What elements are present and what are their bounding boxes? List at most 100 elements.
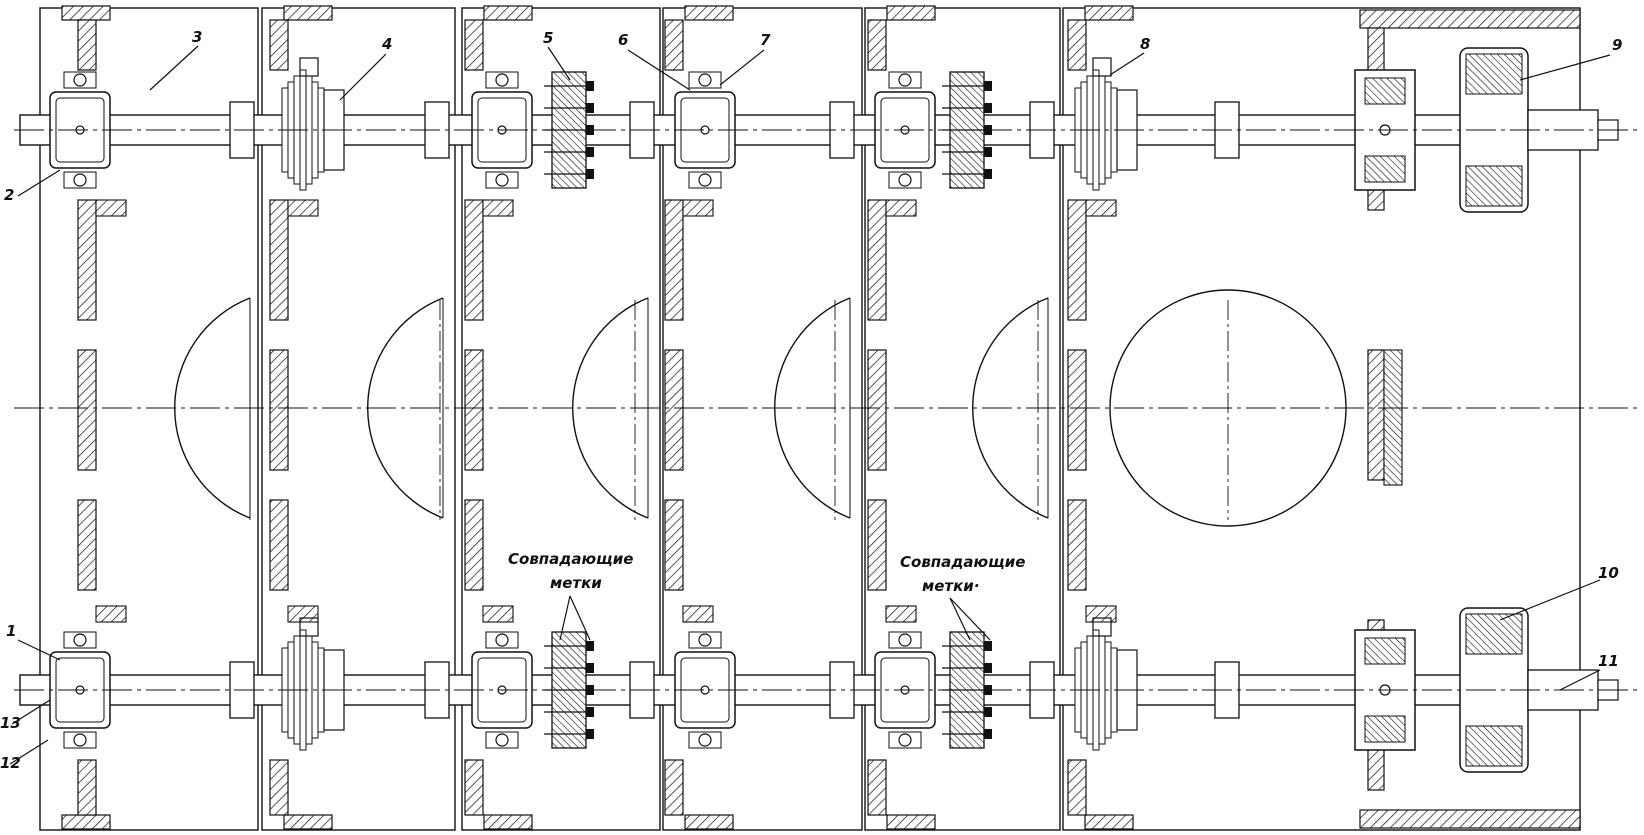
frame-cap-top	[1084, 5, 1134, 21]
label-7: 7	[760, 31, 771, 49]
hatched-wall	[269, 349, 289, 471]
hatched-wall	[464, 499, 484, 591]
wall-step	[95, 605, 127, 623]
wall-step	[287, 605, 319, 623]
svg-text:Совпадающие: Совпадающие	[900, 553, 1025, 571]
bolt-head	[698, 73, 712, 87]
upper-bellows-coupling-1	[281, 57, 345, 191]
label-3: 3	[192, 28, 202, 46]
label-5: 5	[543, 29, 553, 47]
bolt-head	[698, 733, 712, 747]
wall-step	[482, 199, 514, 217]
frame-cap-bottom	[283, 814, 333, 830]
hatched-wall	[664, 499, 684, 591]
bolt-lug	[688, 731, 722, 749]
flange-nut	[984, 663, 992, 673]
hatched-wall	[1067, 499, 1087, 591]
bolt-head	[898, 633, 912, 647]
lock-nut	[1092, 57, 1112, 77]
label-4: 4	[381, 35, 392, 53]
label-11: 11	[1598, 652, 1619, 670]
wall-step	[682, 199, 714, 217]
bolt-head	[73, 73, 87, 87]
hatched-wall	[77, 199, 97, 321]
coupling-section	[1465, 165, 1523, 207]
hatched-wall	[664, 759, 684, 816]
lower-bellows-coupling-1	[281, 617, 345, 751]
leader-line	[17, 169, 61, 197]
leader-line	[1559, 669, 1601, 691]
frame-cap-top	[886, 5, 936, 21]
hatched-wall	[464, 349, 484, 471]
flange-nut	[586, 707, 594, 717]
wall-step	[885, 605, 917, 623]
leader-line	[949, 597, 971, 641]
leader-line	[627, 49, 691, 91]
hatched-wall	[77, 19, 97, 71]
label-9: 9	[1612, 36, 1622, 54]
wall-step	[682, 605, 714, 623]
end-housing-top	[1359, 9, 1581, 29]
gear-pitch-arc	[572, 297, 649, 519]
bearing-race	[1364, 715, 1406, 743]
bolt-head	[495, 73, 509, 87]
svg-text:метки·: метки·	[922, 577, 980, 595]
hatched-wall	[664, 199, 684, 321]
bolt-head	[898, 73, 912, 87]
bolt-head	[73, 633, 87, 647]
frame-cap-bottom	[483, 814, 533, 830]
hatched-wall	[464, 19, 484, 71]
hatched-wall	[77, 759, 97, 816]
wall-step	[95, 199, 127, 217]
coupling-section	[1465, 725, 1523, 767]
hatched-wall	[867, 349, 887, 471]
bolt-lug	[888, 71, 922, 89]
gear-pitch-arc	[972, 297, 1049, 519]
flange-nut	[586, 81, 594, 91]
label-1: 1	[6, 622, 16, 640]
bolt-lug	[688, 71, 722, 89]
bolt-head	[898, 173, 912, 187]
frame-panel	[461, 7, 661, 831]
leader-line	[559, 595, 571, 641]
flange-nut	[984, 169, 992, 179]
frame-cap-bottom	[886, 814, 936, 830]
hatched-wall	[1067, 19, 1087, 71]
flange-nut	[984, 81, 992, 91]
leader-line	[1519, 54, 1611, 81]
wall-step	[482, 605, 514, 623]
upper-bellows-coupling-2	[1074, 57, 1138, 191]
bolt-lug	[688, 631, 722, 649]
bolt-head	[73, 733, 87, 747]
leader-line	[719, 49, 765, 86]
lock-nut	[1092, 617, 1112, 637]
frame-cap-top	[684, 5, 734, 21]
flange-nut	[586, 729, 594, 739]
end-wall	[1367, 349, 1385, 481]
centerline-group	[14, 129, 1640, 691]
hatched-wall	[1067, 199, 1087, 321]
leader-line	[17, 639, 61, 661]
flange-nut	[984, 729, 992, 739]
label-6: 6	[618, 31, 628, 49]
bolt-lug	[63, 631, 97, 649]
label-10: 10	[1598, 564, 1619, 582]
flange-nut	[984, 641, 992, 651]
flange-nut	[586, 147, 594, 157]
flange-nut	[586, 641, 594, 651]
hatched-wall	[664, 349, 684, 471]
leader-line	[1109, 52, 1145, 76]
bolt-lug	[485, 731, 519, 749]
bolt-lug	[63, 171, 97, 189]
leader-line	[949, 597, 991, 641]
lock-nut	[299, 617, 319, 637]
hatched-wall	[664, 19, 684, 71]
frame-cap-top	[483, 5, 533, 21]
bolt-head	[898, 733, 912, 747]
hatched-wall	[1067, 349, 1087, 471]
hatched-wall	[269, 199, 289, 321]
hatched-wall	[269, 19, 289, 71]
label-8: 8	[1140, 35, 1150, 53]
leader-line	[1499, 579, 1601, 621]
